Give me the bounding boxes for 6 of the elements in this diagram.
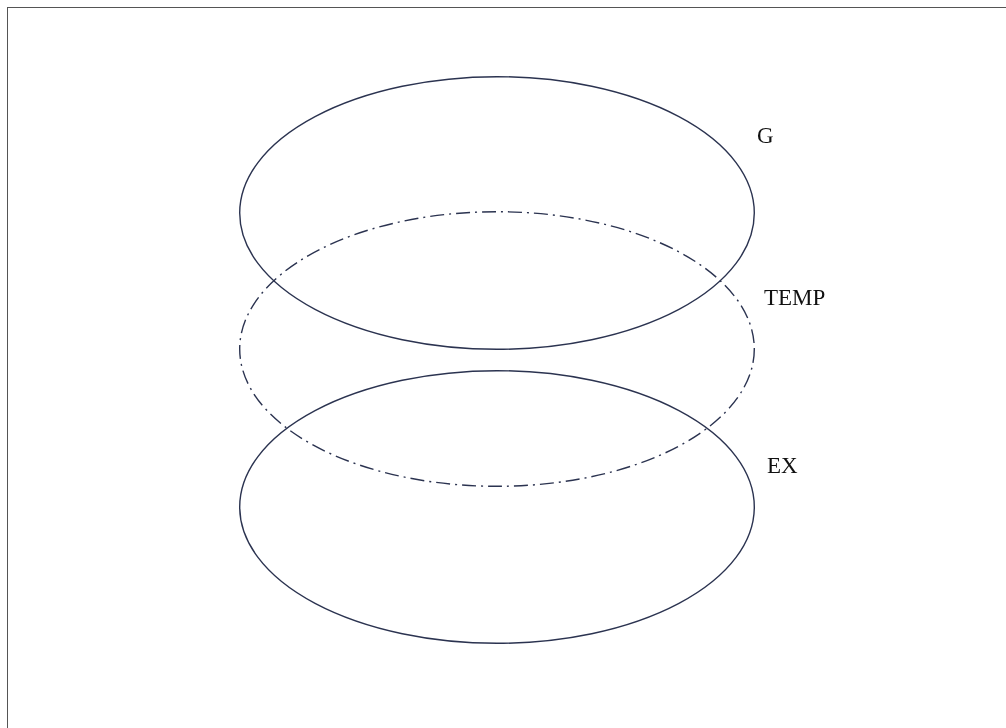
set-label: EX: [767, 454, 798, 477]
ellipse: [239, 76, 755, 350]
set-label: G: [757, 124, 774, 147]
ellipse: [239, 370, 755, 644]
set-label: TEMP: [764, 286, 826, 309]
dash-dot-ellipse: [239, 211, 755, 487]
